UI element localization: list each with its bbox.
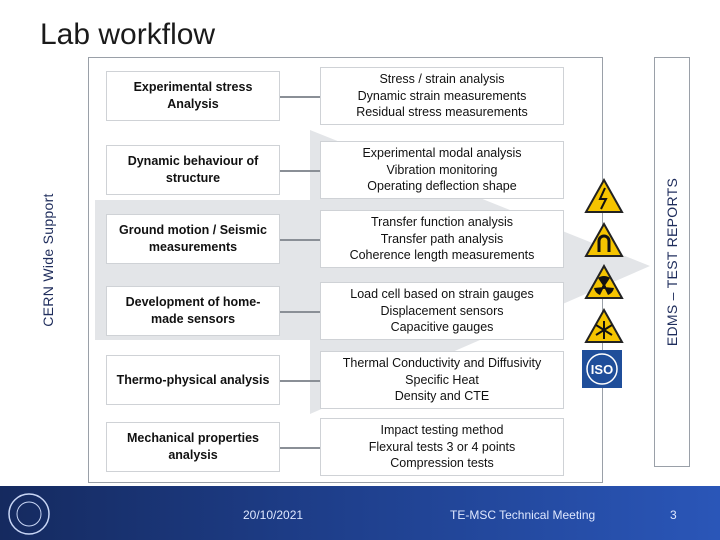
- footer-page-number: 3: [670, 508, 677, 522]
- radiation-hazard-icon: [584, 264, 624, 299]
- details-line: Compression tests: [390, 456, 494, 471]
- connector-line: [280, 311, 320, 313]
- magnetic-field-icon: [584, 222, 624, 257]
- connector-line: [280, 380, 320, 382]
- iso-icon: ISO: [582, 350, 622, 388]
- edms-test-reports-label: EDMS – TEST REPORTS: [664, 177, 680, 347]
- details-line: Stress / strain analysis: [379, 71, 505, 86]
- footer-bar: [0, 486, 720, 540]
- cern-wide-support-label: CERN Wide Support: [40, 193, 56, 327]
- connector-line: [280, 170, 320, 172]
- connector-line: [280, 96, 320, 98]
- details-line: Displacement sensors: [380, 303, 504, 318]
- details-line: Capacitive gauges: [390, 320, 494, 335]
- activity-box: Ground motion / Seismic measurements: [106, 214, 280, 264]
- details-line: Vibration monitoring: [386, 162, 498, 177]
- details-line: Operating deflection shape: [367, 179, 517, 194]
- electrical-hazard-icon: [584, 178, 624, 213]
- connector-line: [280, 239, 320, 241]
- footer-event: TE-MSC Technical Meeting: [450, 508, 596, 522]
- details-line: Experimental modal analysis: [362, 145, 522, 160]
- edms-panel: [654, 57, 690, 467]
- iso-text: ISO: [591, 362, 613, 377]
- details-line: Transfer function analysis: [371, 214, 513, 229]
- details-line: Dynamic strain measurements: [357, 88, 527, 103]
- details-line: Load cell based on strain gauges: [350, 286, 534, 301]
- activity-box: Development of home-made sensors: [106, 286, 280, 336]
- activity-box: Experimental stress Analysis: [106, 71, 280, 121]
- details-line: Coherence length measurements: [349, 248, 535, 263]
- details-line: Impact testing method: [380, 422, 504, 437]
- activity-box: Mechanical properties analysis: [106, 422, 280, 472]
- activity-box: Dynamic behaviour of structure: [106, 145, 280, 195]
- activity-box: Thermo-physical analysis: [106, 355, 280, 405]
- cern-logo-icon: [8, 493, 50, 535]
- workflow-arrow-icon: [95, 130, 650, 414]
- cryogenic-hazard-icon: [584, 308, 624, 343]
- details-line: Flexural tests 3 or 4 points: [368, 439, 516, 454]
- details-line: Thermal Conductivity and Diffusivity: [342, 355, 542, 370]
- details-line: Density and CTE: [394, 389, 490, 404]
- connector-line: [280, 447, 320, 449]
- page-title: Lab workflow: [40, 18, 216, 51]
- details-line: Specific Heat: [405, 372, 479, 387]
- details-line: Transfer path analysis: [380, 231, 504, 246]
- details-line: Residual stress measurements: [356, 105, 528, 120]
- footer-date: 20/10/2021: [243, 508, 304, 522]
